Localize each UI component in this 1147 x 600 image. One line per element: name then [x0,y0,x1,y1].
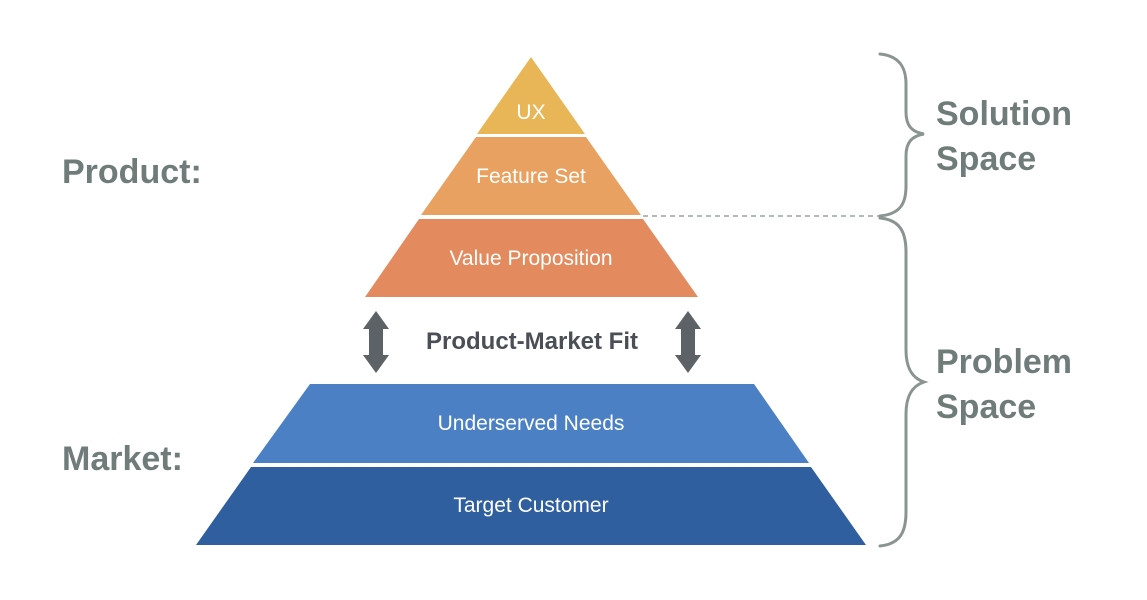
target-customer-layer [196,467,866,545]
feature-set-label: Feature Set [476,165,586,188]
solution-space-line1: Solution [936,95,1072,133]
solution-space-brace [878,52,925,218]
ux-layer [477,57,585,134]
underserved-needs-layer [253,384,809,463]
market-label: Market: [62,440,183,478]
value-proposition-layer [365,219,698,297]
target-customer-label: Target Customer [453,494,608,517]
ux-label: UX [516,101,545,124]
feature-set-layer [421,137,641,215]
double-arrow-left-icon [363,311,389,373]
problem-space-brace [878,216,929,548]
double-arrow-right-icon [675,311,701,373]
value-proposition-label: Value Proposition [449,247,612,270]
problem-space-line1: Problem [936,343,1072,381]
product-market-fit-label: Product-Market Fit [426,328,638,355]
underserved-needs-label: Underserved Needs [438,412,625,435]
problem-space-line2: Space [936,388,1036,426]
product-label: Product: [62,153,202,191]
solution-space-line2: Space [936,140,1036,178]
